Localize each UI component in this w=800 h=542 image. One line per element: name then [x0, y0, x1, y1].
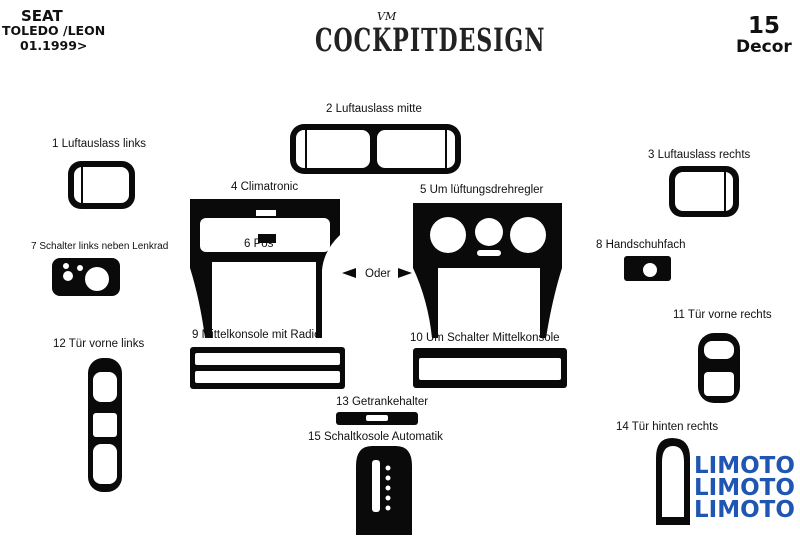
watermark-line-1: LIMOTO	[694, 453, 795, 479]
label-oder: Oder	[365, 268, 391, 280]
label-part-7: 7 Schalter links neben Lenkrad	[31, 241, 169, 252]
label-part-10: 10 Um Schalter Mittelkonsole	[410, 332, 560, 344]
label-part-13: 13 Getrankehalter	[336, 396, 429, 408]
label-part-5: 5 Um lüftungsdrehregler	[420, 184, 544, 196]
watermark-line-3: LIMOTO	[694, 497, 795, 523]
label-part-1: 1 Luftauslass links	[52, 138, 146, 150]
label-part-12: 12 Tür vorne links	[53, 338, 145, 350]
kit-type: Decor	[736, 37, 792, 57]
arrow-left-icon	[342, 268, 356, 278]
label-part-3: 3 Luftauslass rechts	[648, 149, 751, 161]
part-9-console-radio	[190, 347, 345, 389]
part-2-vent-center	[290, 124, 461, 174]
part-5-vent-knob-panel	[413, 203, 562, 338]
logo-mark: VM	[377, 10, 397, 23]
label-part-9: 9 Mittelkonsole mit Radio	[192, 329, 321, 341]
label-part-11: 11 Tür vorne rechts	[673, 309, 772, 321]
watermark-line-2: LIMOTO	[694, 475, 795, 501]
label-part-4: 4 Climatronic	[231, 181, 299, 193]
label-part-8: 8 Handschuhfach	[596, 239, 686, 251]
car-date: 01.1999>	[20, 38, 88, 53]
arrow-right-icon	[398, 268, 412, 278]
part-14-door-rear-right	[656, 438, 690, 525]
part-7-switch-left	[52, 258, 120, 296]
label-part-2: 2 Luftauslass mitte	[326, 103, 422, 115]
kit-number: 15	[748, 13, 781, 39]
part-8-glovebox	[624, 256, 671, 281]
part-1-vent-left	[68, 161, 135, 209]
part-4-climatronic	[190, 199, 340, 338]
label-part-6: 6 Pos	[244, 238, 274, 250]
part-3-vent-right	[669, 166, 739, 217]
limoto-watermark: LIMOTO LIMOTO LIMOTO	[694, 453, 795, 523]
part-10-console-switch	[413, 348, 567, 388]
part-11-door-front-right	[698, 333, 740, 403]
part-12-door-front-left	[88, 358, 122, 492]
part-13-cup-holder	[336, 412, 418, 425]
logo-text: COCKPITDESIGN	[315, 22, 546, 60]
car-brand: SEAT	[21, 7, 63, 25]
label-part-14: 14 Tür hinten rechts	[616, 421, 719, 433]
car-model: TOLEDO /LEON	[2, 23, 106, 38]
part-15-gear-console	[356, 446, 412, 535]
label-part-15: 15 Schaltkosole Automatik	[308, 431, 443, 443]
cockpitdesign-logo: VM COCKPITDESIGN	[315, 10, 544, 80]
